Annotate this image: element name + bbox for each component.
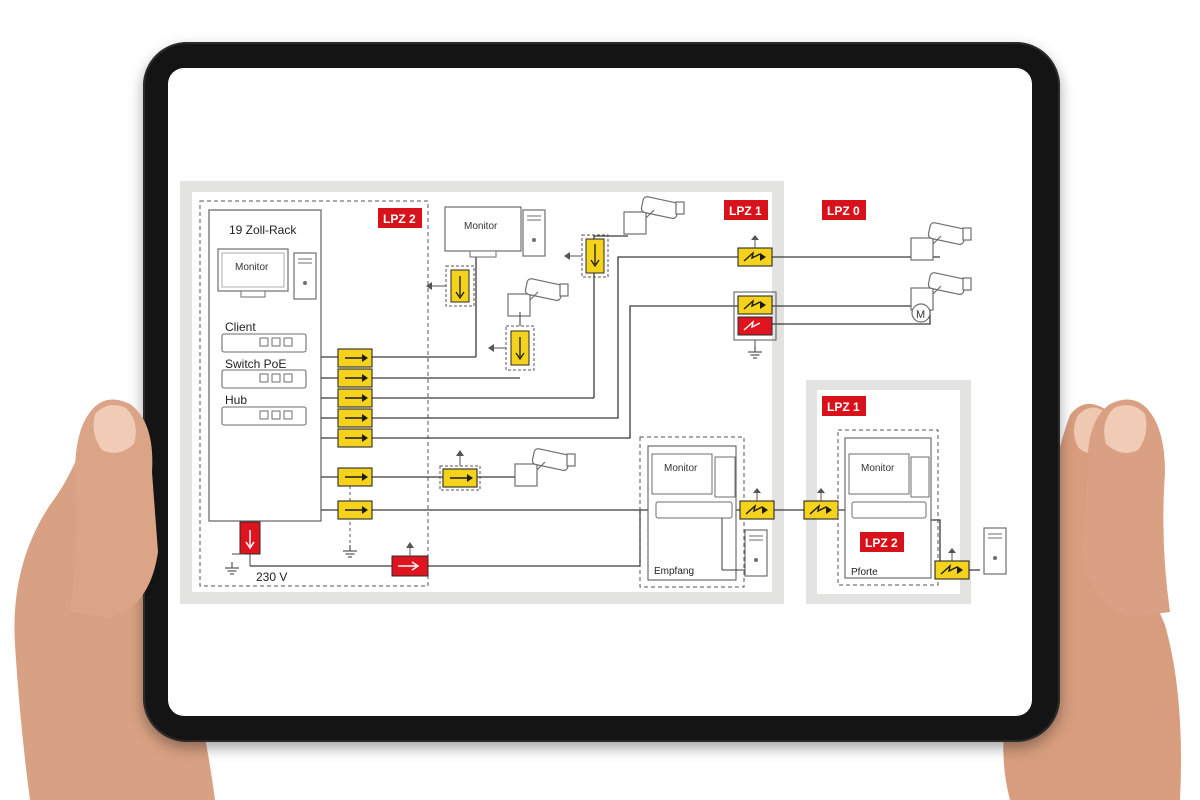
- lpz1-tag-main-label: LPZ 1: [729, 204, 762, 218]
- spd-power-red: [391, 542, 429, 577]
- lpz2-tag-gate-label: LPZ 2: [865, 536, 898, 550]
- pforte-pc: [983, 527, 1007, 575]
- spd-vertical-3: [564, 234, 609, 278]
- pforte-keypad: [851, 501, 927, 519]
- workstation-monitor: [444, 206, 522, 252]
- empfang-pc: [744, 529, 768, 577]
- right-thumb: [1082, 399, 1170, 617]
- spd-outdoor-link: [803, 488, 839, 520]
- spd-5: [337, 428, 373, 448]
- spd-empfang: [739, 488, 775, 520]
- spd-vertical-1: [426, 265, 475, 307]
- spd-horizontal-cam: [439, 450, 481, 491]
- pforte-area: [837, 429, 939, 586]
- spd-boundary-double: [733, 291, 777, 359]
- rack-monitor-label: Monitor: [235, 262, 269, 273]
- hub-device: [221, 406, 307, 426]
- lpz2-tag-gate: [860, 532, 904, 552]
- left-thumb: [70, 399, 158, 617]
- spd-3: [337, 388, 373, 408]
- motor-symbol: [911, 303, 931, 323]
- switch-device: [221, 369, 307, 389]
- empfang-monitor-label: Monitor: [664, 463, 698, 474]
- lpz2-tag-rack: [378, 208, 422, 228]
- client-label: Client: [225, 320, 256, 334]
- zone-lpz2-area: [199, 200, 429, 587]
- lpz1-tag-main: [724, 200, 768, 220]
- switch-label: Switch PoE: [225, 357, 286, 371]
- workstation-monitor-label: Monitor: [464, 221, 498, 232]
- spd-1: [337, 348, 373, 368]
- lightning-protection-diagram: 19 Zoll-Rack Monitor Client Switch PoE H…: [180, 181, 1007, 604]
- client-device: [221, 333, 307, 353]
- lpz2-tag-rack-label: LPZ 2: [383, 212, 416, 226]
- spd-boundary-top: [737, 235, 773, 267]
- spd-4: [337, 408, 373, 428]
- spd-6: [337, 467, 373, 487]
- lpz1-tag-gate-label: LPZ 1: [827, 400, 860, 414]
- power-label: 230 V: [256, 570, 287, 584]
- lpz0-tag-label: LPZ 0: [827, 204, 860, 218]
- empfang-label: Empfang: [654, 566, 694, 577]
- empfang-keypad: [655, 501, 733, 519]
- spd-vertical-2: [488, 325, 535, 371]
- pforte-monitor-label: Monitor: [861, 463, 895, 474]
- camera-outdoor-1: [910, 221, 972, 261]
- rack-title: 19 Zoll-Rack: [229, 223, 297, 237]
- tablet-screen: 19 Zoll-Rack Monitor Client Switch PoE H…: [168, 68, 1032, 716]
- pforte-label: Pforte: [851, 567, 878, 578]
- lpz0-tag: [822, 200, 866, 220]
- spd-pforte: [934, 548, 970, 580]
- lpz1-tag-gate: [822, 396, 866, 416]
- hub-label: Hub: [225, 393, 247, 407]
- spd-7: [337, 500, 373, 520]
- spd-2: [337, 368, 373, 388]
- motor-label: M: [916, 309, 925, 321]
